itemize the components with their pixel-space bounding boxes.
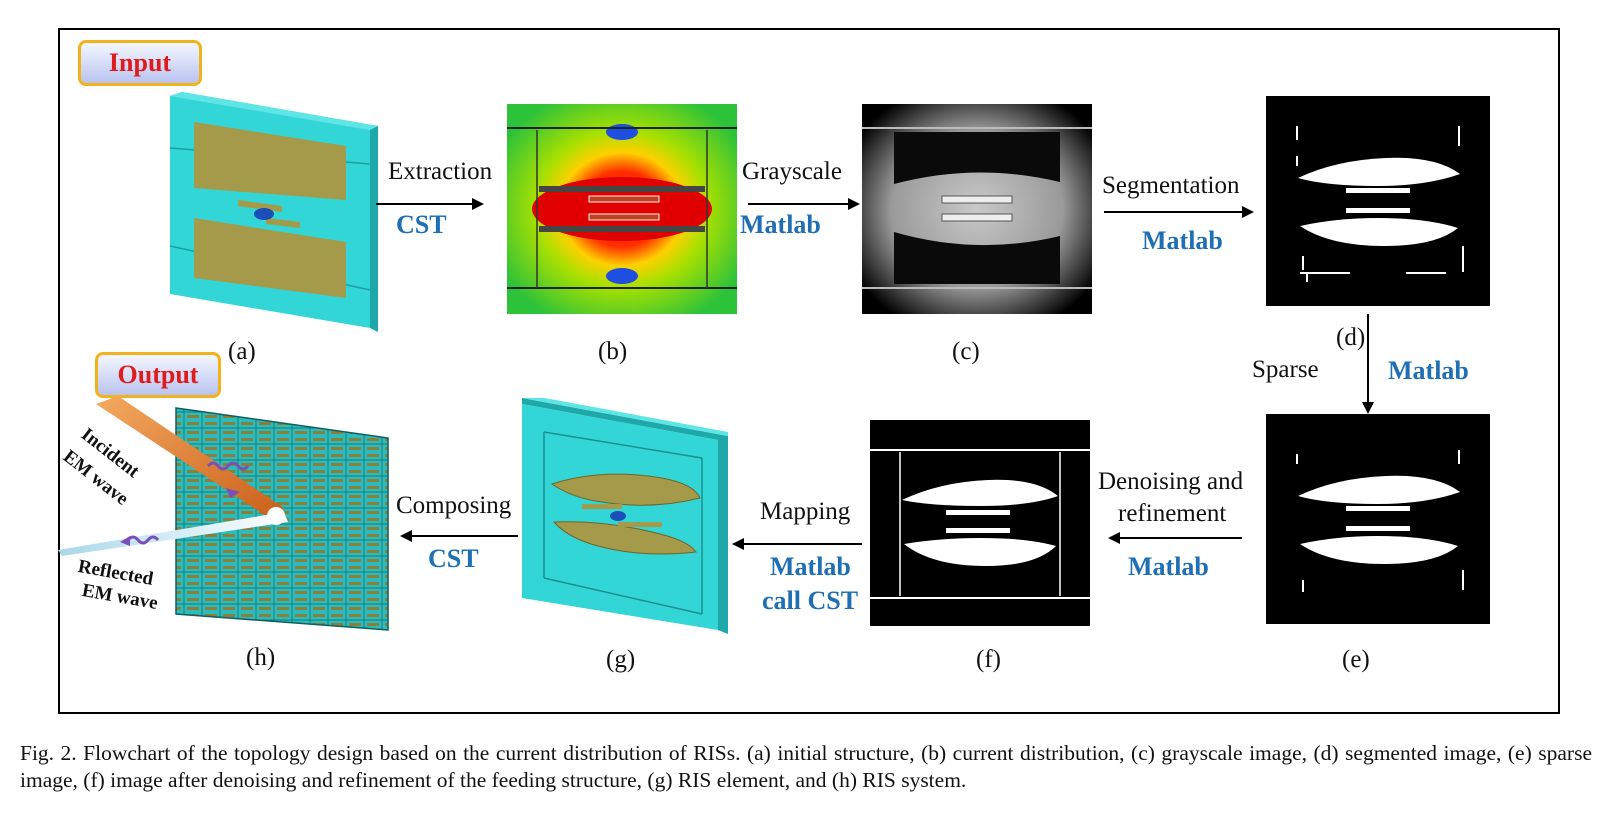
panel-label-b: (b) [598, 338, 628, 365]
output-tag-label: Output [117, 360, 199, 389]
extraction-arrow [376, 196, 484, 212]
mapping-tool-line1: Matlab [770, 552, 851, 581]
panel-label-e: (e) [1342, 646, 1370, 673]
denoising-arrow [1108, 530, 1242, 546]
figure-caption: Fig. 2. Flowchart of the topology design… [20, 741, 1592, 792]
mapping-tool-line2: call CST [762, 586, 859, 615]
extraction-label: Extraction [388, 158, 493, 185]
segmentation-tool: Matlab [1142, 226, 1223, 255]
grayscale-image [862, 104, 1092, 314]
panel-label-h: (h) [246, 644, 276, 671]
ris-system-image [58, 396, 394, 636]
panel-label-f: (f) [976, 646, 1001, 673]
segmentation-label: Segmentation [1102, 172, 1240, 199]
grayscale-tool: Matlab [740, 210, 821, 239]
denoised-image [870, 420, 1090, 626]
input-tag: Input [78, 40, 202, 86]
panel-label-c: (c) [952, 338, 980, 365]
mapping-label: Mapping [760, 498, 851, 525]
panel-label-g: (g) [606, 646, 636, 673]
segmentation-arrow [1104, 204, 1254, 220]
ris-element-image [522, 398, 728, 634]
sparse-image [1266, 414, 1490, 624]
sparse-arrow [1360, 314, 1376, 414]
sparse-label: Sparse [1252, 356, 1319, 383]
composing-arrow [400, 528, 518, 544]
flowchart-figure [58, 28, 1560, 714]
sparse-tool: Matlab [1388, 356, 1469, 385]
grayscale-arrow [748, 196, 860, 212]
denoising-tool: Matlab [1128, 552, 1209, 581]
denoising-label-line2: refinement [1118, 500, 1227, 527]
initial-structure-image [170, 92, 380, 332]
composing-label: Composing [396, 492, 512, 519]
segmented-image [1266, 96, 1490, 306]
denoising-label-line1: Denoising and [1098, 468, 1244, 495]
panel-label-a: (a) [228, 338, 256, 365]
grayscale-label: Grayscale [742, 158, 842, 185]
composing-tool: CST [428, 544, 479, 573]
mapping-arrow [732, 536, 862, 552]
panel-label-d: (d) [1336, 324, 1366, 351]
extraction-tool: CST [396, 210, 447, 239]
output-tag: Output [95, 352, 221, 398]
input-tag-label: Input [108, 48, 172, 77]
current-distribution-image [507, 104, 737, 314]
